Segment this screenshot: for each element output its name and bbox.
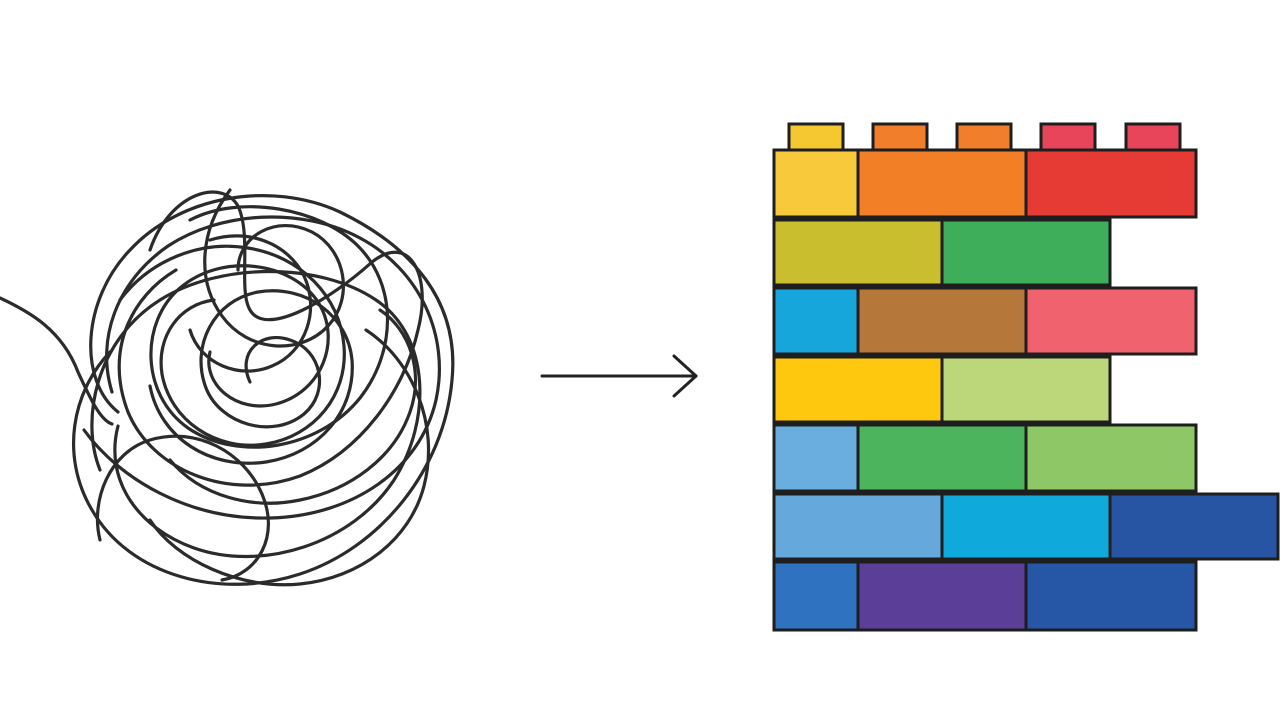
tangle-tail	[0, 296, 114, 426]
brick-row4	[940, 355, 1112, 424]
brick-row7	[1024, 560, 1198, 632]
tangle-loop-6	[82, 215, 441, 520]
tangle-loop-2	[117, 190, 424, 487]
stud	[871, 122, 929, 152]
brick-row7	[856, 560, 1028, 632]
tangled-line	[0, 188, 455, 587]
brick-row2	[772, 218, 944, 287]
tangle-loop-7	[203, 188, 345, 348]
tangle-loop-11	[168, 308, 418, 505]
brick-row1	[856, 148, 1028, 219]
tangle-loop-9	[118, 244, 346, 447]
brick-row2	[940, 218, 1112, 287]
brick-row3	[856, 286, 1028, 356]
stud	[955, 122, 1013, 152]
brick-row6	[1108, 492, 1280, 561]
brick-row5	[856, 423, 1028, 493]
stud	[787, 122, 845, 152]
tangle-loop-12	[188, 234, 313, 373]
stacked-building-blocks	[772, 122, 1280, 632]
brick-row1	[1024, 148, 1198, 219]
tangle-loop-8	[148, 328, 431, 587]
stud	[1039, 122, 1097, 152]
brick-row7	[772, 560, 860, 632]
tangle-loop-5	[148, 289, 354, 465]
brick-row3	[772, 286, 860, 356]
brick-row5	[772, 423, 860, 493]
tangle-loop-10	[95, 434, 271, 582]
brick-row3	[1024, 286, 1198, 356]
right-arrow-icon	[540, 354, 698, 398]
brick-row6	[772, 492, 944, 561]
stud	[1124, 122, 1182, 152]
arrow-head	[672, 354, 698, 398]
brick-row6	[940, 492, 1112, 561]
brick-row1	[772, 148, 860, 219]
tangle-loop-4	[149, 205, 390, 449]
brick-row4	[772, 355, 944, 424]
brick-row5	[1024, 423, 1198, 493]
tangle-loop-3	[90, 269, 422, 559]
